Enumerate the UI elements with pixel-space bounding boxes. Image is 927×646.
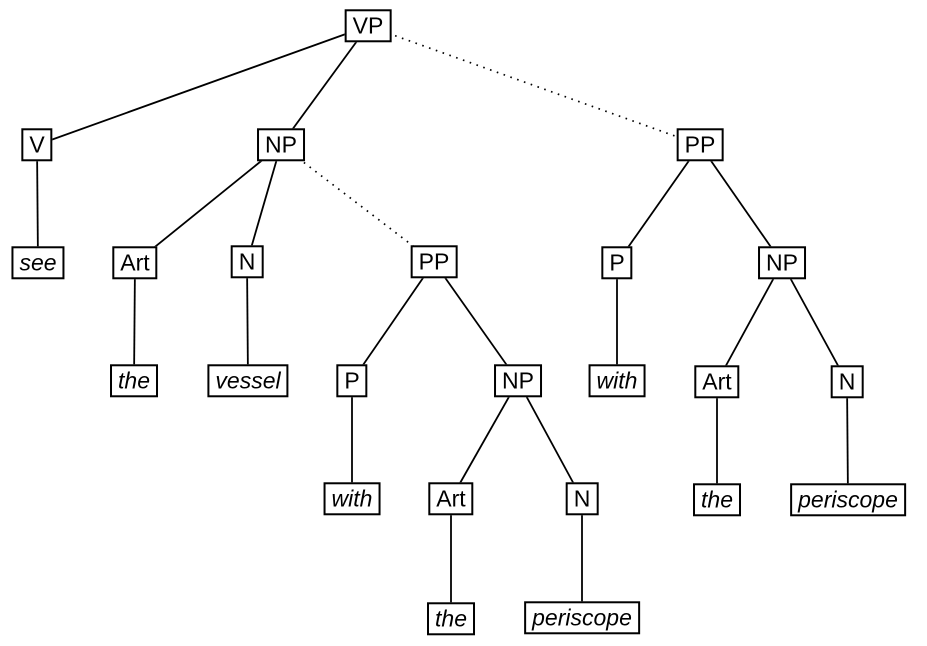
tree-edge-v-see: [36, 144, 39, 264]
tree-node-v: V: [21, 128, 53, 162]
tree-edge-n3-periscope3: [846, 381, 849, 501]
tree-edge-pp1-np2: [433, 261, 519, 382]
tree-node-with1: with: [323, 482, 381, 516]
tree-edge-n1-vessel: [246, 261, 249, 382]
tree-node-np3: NP: [758, 246, 806, 280]
tree-node-p2: P: [601, 246, 633, 280]
tree-node-art2: Art: [428, 482, 474, 516]
tree-node-the1: the: [110, 364, 158, 398]
tree-node-art3: Art: [694, 365, 740, 399]
tree-node-periscope2: periscope: [524, 601, 640, 635]
tree-node-the3: the: [693, 483, 741, 517]
tree-node-vp: VP: [344, 9, 392, 43]
tree-node-n1: N: [230, 245, 264, 279]
tree-edge-np1-n1: [246, 144, 282, 263]
tree-edge-np2-art2: [450, 380, 519, 500]
tree-node-periscope3: periscope: [790, 483, 906, 517]
tree-node-see: see: [11, 246, 65, 280]
tree-node-n3: N: [830, 365, 864, 399]
tree-edge-pp1-p1: [351, 261, 435, 382]
tree-edge-np2-n2: [517, 380, 583, 500]
tree-edge-pp2-p2: [616, 144, 701, 264]
tree-node-the2: the: [427, 602, 475, 636]
tree-edge-vp-pp2: [367, 25, 701, 146]
tree-node-vessel: vessel: [207, 364, 289, 398]
tree-edge-vp-v: [36, 25, 369, 146]
tree-edge-np1-art1: [134, 144, 282, 264]
tree-node-np2: NP: [494, 364, 542, 398]
tree-edge-np3-art3: [716, 262, 783, 383]
tree-node-p1: P: [336, 364, 368, 398]
tree-node-art1: Art: [112, 246, 158, 280]
tree-edge-vp-np1: [280, 25, 369, 146]
tree-node-n2: N: [565, 482, 599, 516]
tree-node-with2: with: [588, 364, 646, 398]
tree-edge-pp2-np3: [699, 144, 783, 264]
tree-node-np1: NP: [257, 128, 305, 162]
tree-edge-np3-n3: [781, 262, 848, 383]
tree-node-pp2: PP: [676, 128, 724, 162]
tree-node-pp1: PP: [410, 245, 458, 279]
tree-edge-art1-the1: [133, 262, 136, 382]
